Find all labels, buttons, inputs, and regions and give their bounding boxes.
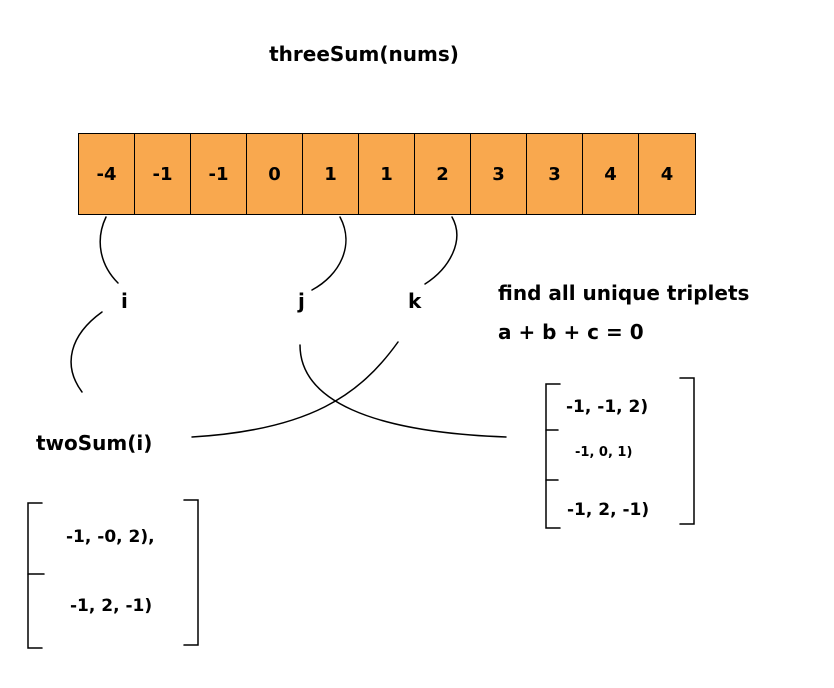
note-line-1: find all unique triplets <box>498 281 750 305</box>
left-bracket-left <box>27 502 43 649</box>
array-cell: 1 <box>303 134 359 214</box>
pointer-k-label: k <box>408 289 422 313</box>
left-bracket-right <box>183 499 199 646</box>
array-cell: 3 <box>471 134 527 214</box>
array-cell: 1 <box>359 134 415 214</box>
pointer-j-label: j <box>298 289 305 313</box>
right-result-row: -1, -1, 2) <box>566 397 649 417</box>
connector-k <box>424 216 458 285</box>
array-cell: 3 <box>527 134 583 214</box>
note-line-2: a + b + c = 0 <box>498 320 644 344</box>
left-result-row: -1, -0, 2), <box>66 527 155 547</box>
connector-k-twosum <box>191 341 399 438</box>
right-bracket-right <box>679 377 695 525</box>
connector-j-results <box>299 344 507 438</box>
diagram-title: threeSum(nums) <box>269 42 459 66</box>
connector-i-twosum <box>70 311 103 393</box>
array-cell: -1 <box>135 134 191 214</box>
array-cell: 0 <box>247 134 303 214</box>
connector-i <box>99 216 119 284</box>
connector-j <box>311 216 347 291</box>
left-result-row: -1, 2, -1) <box>70 596 153 616</box>
right-result-row: -1, 0, 1) <box>575 445 633 460</box>
right-result-row: -1, 2, -1) <box>567 500 650 520</box>
array-cell: 2 <box>415 134 471 214</box>
nums-array: -4 -1 -1 0 1 1 2 3 3 4 4 <box>78 133 696 215</box>
array-cell: 4 <box>639 134 695 214</box>
two-sum-label: twoSum(i) <box>36 431 153 455</box>
array-cell: -4 <box>79 134 135 214</box>
array-cell: -1 <box>191 134 247 214</box>
right-bracket-left <box>545 383 561 529</box>
pointer-i-label: i <box>121 289 128 313</box>
array-cell: 4 <box>583 134 639 214</box>
